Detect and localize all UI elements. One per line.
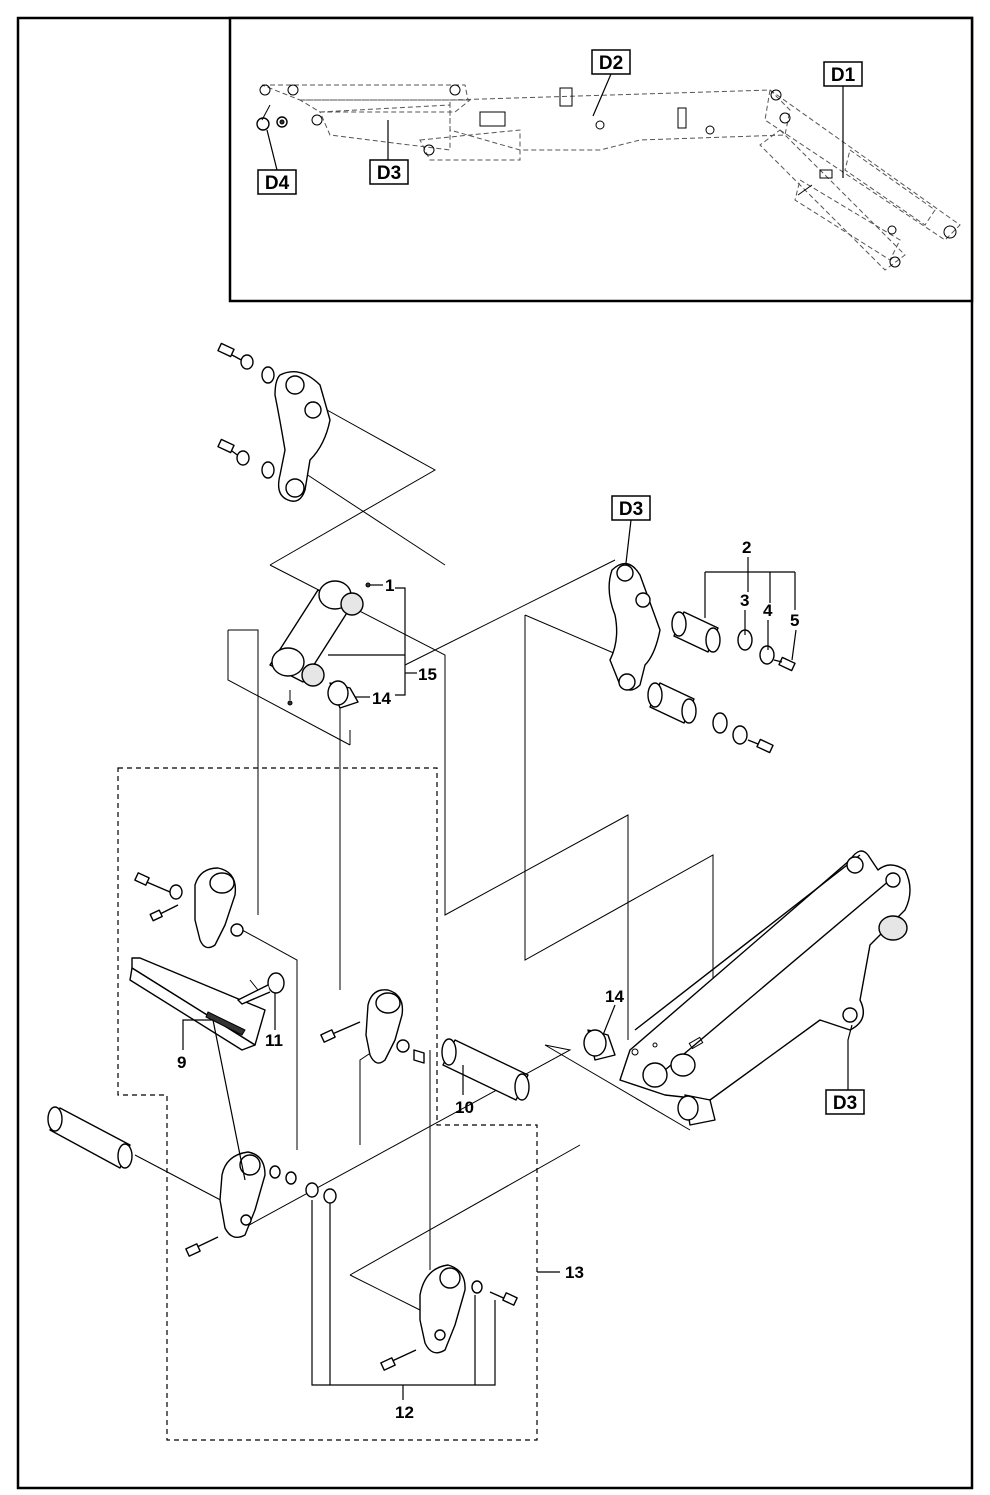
clip-11 <box>237 972 285 1005</box>
callout-d3-inset: D3 <box>377 163 401 184</box>
link-arm-15 <box>269 580 371 709</box>
kit-13-outline <box>117 767 538 1441</box>
part-number-5: 5 <box>790 611 799 630</box>
pin-2-upper <box>671 611 796 672</box>
lever-bracket-center <box>320 989 425 1064</box>
callout-d3-upper: D3 <box>619 499 643 520</box>
callout-d1-box <box>823 61 863 87</box>
part-number-13: 13 <box>565 1263 584 1282</box>
part-number-2: 2 <box>742 538 751 557</box>
lever-bracket-upper <box>134 867 244 949</box>
lever-bracket-lower-center <box>380 1264 518 1371</box>
bolt-upper-1 <box>217 342 275 384</box>
part-number-9: 9 <box>177 1053 186 1072</box>
part-number-1: 1 <box>385 576 394 595</box>
part-number-10: 10 <box>455 1098 474 1117</box>
bolt-upper-2 <box>217 438 275 479</box>
callout-d3-lower-box <box>825 1089 865 1115</box>
boom-overview <box>256 84 961 271</box>
callout-d3-upper-box <box>611 495 651 521</box>
d3-bracket-upper <box>608 562 796 754</box>
callout-d3-lower: D3 <box>833 1093 857 1114</box>
callout-d4: D4 <box>265 173 290 194</box>
callout-d2: D2 <box>599 53 623 74</box>
assembly-lines <box>134 394 714 1311</box>
d3-main-arm <box>583 850 911 1126</box>
callout-d1: D1 <box>831 65 856 86</box>
upper-link-plate <box>217 342 331 502</box>
pin-10 <box>441 1038 530 1101</box>
part-number-4: 4 <box>763 601 773 620</box>
callout-d4-box <box>257 169 297 195</box>
callout-d3-inset-box <box>369 159 409 185</box>
part-number-14-right: 14 <box>605 987 624 1006</box>
callout-d2-box <box>591 49 631 75</box>
part-number-11: 11 <box>265 1031 283 1050</box>
foot-pedal-9 <box>129 957 266 1051</box>
part-leaders <box>182 557 853 1400</box>
part-number-14-top: 14 <box>372 689 391 708</box>
pin-2-lower <box>647 682 774 754</box>
part-number-15: 15 <box>418 665 437 684</box>
lever-bracket-lower-left <box>185 1151 337 1257</box>
part-number-12: 12 <box>395 1403 414 1422</box>
long-pin-left <box>47 1106 133 1169</box>
part-number-3: 3 <box>740 591 749 610</box>
